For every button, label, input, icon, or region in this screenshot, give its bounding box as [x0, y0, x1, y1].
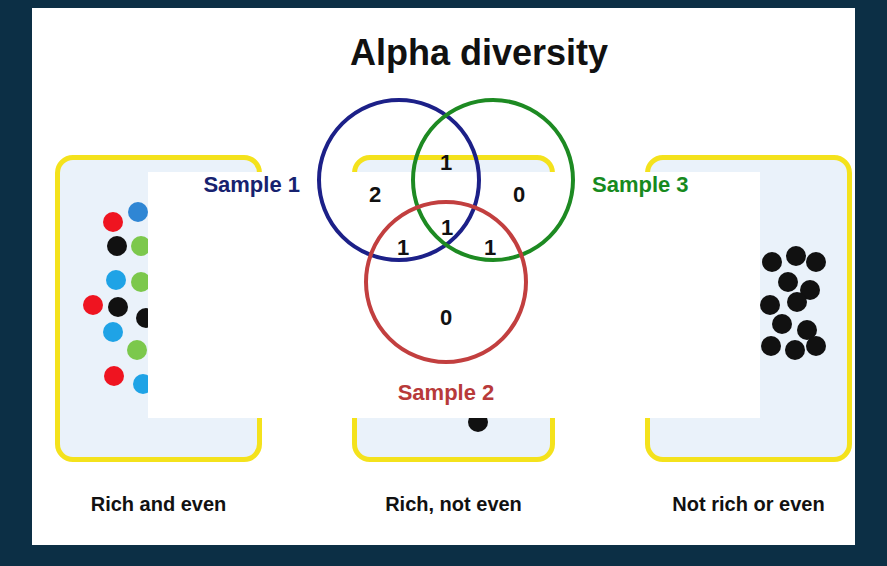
diagram-title: Alpha diversity — [350, 32, 608, 74]
region-count: 1 — [397, 235, 409, 261]
region-count: 0 — [440, 305, 452, 331]
circle-stroke — [366, 202, 526, 362]
box-caption: Rich, not even — [385, 493, 522, 516]
sample-label: Sample 3 — [592, 172, 689, 198]
box-caption: Not rich or even — [672, 493, 824, 516]
region-count: 1 — [440, 150, 452, 176]
region-count: 1 — [484, 235, 496, 261]
box-caption: Rich and even — [91, 493, 227, 516]
sample-label: Sample 2 — [398, 380, 495, 406]
panel-ground — [32, 8, 855, 545]
circle-stroke — [413, 100, 573, 260]
region-count: 2 — [369, 182, 381, 208]
region-count: 1 — [441, 215, 453, 241]
venn-overlay — [148, 172, 760, 418]
region-count: 0 — [513, 182, 525, 208]
sample-label: Sample 1 — [203, 172, 300, 198]
circle-stroke — [319, 100, 479, 260]
not-rich-dots — [760, 246, 826, 360]
rich-even-dots — [83, 202, 156, 394]
